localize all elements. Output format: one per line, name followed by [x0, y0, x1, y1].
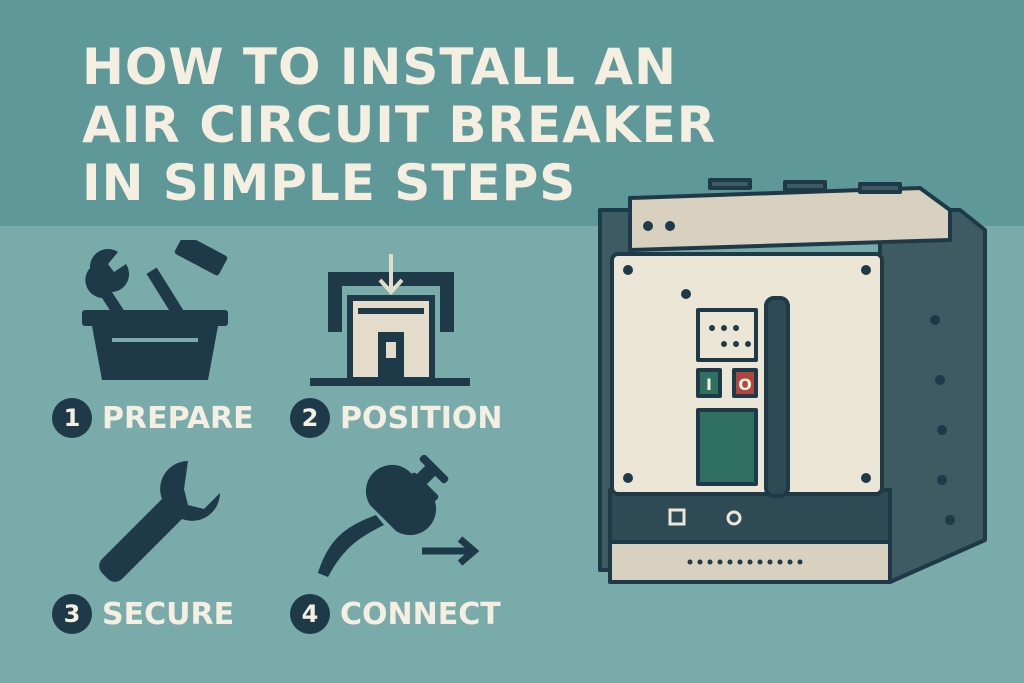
title-line-2: AIR CIRCUIT BREAKER	[82, 96, 717, 154]
wrench-icon	[99, 461, 220, 582]
step-prepare: 1 PREPARE	[52, 398, 254, 438]
step-number: 3	[52, 594, 92, 634]
step-text: SECURE	[102, 596, 235, 632]
page-title: HOW TO INSTALL AN AIR CIRCUIT BREAKER IN…	[82, 38, 716, 212]
on-button-label: I	[706, 375, 712, 394]
air-circuit-breaker-illustration: I O	[598, 178, 987, 584]
title-line-1: HOW TO INSTALL AN	[82, 38, 677, 96]
mounting-position-icon	[310, 254, 470, 386]
off-button-label: O	[738, 375, 752, 394]
step-number: 4	[290, 594, 330, 634]
step-position: 2 POSITION	[290, 398, 503, 438]
step-text: CONNECT	[340, 596, 501, 632]
step-number: 2	[290, 398, 330, 438]
cable-connect-icon	[318, 455, 480, 577]
title-line-3: IN SIMPLE STEPS	[82, 154, 577, 212]
step-text: POSITION	[340, 400, 503, 436]
toolbox-icon	[82, 240, 228, 380]
step-text: PREPARE	[102, 400, 254, 436]
step-number: 1	[52, 398, 92, 438]
step-connect: 4 CONNECT	[290, 594, 501, 634]
step-secure: 3 SECURE	[52, 594, 234, 634]
